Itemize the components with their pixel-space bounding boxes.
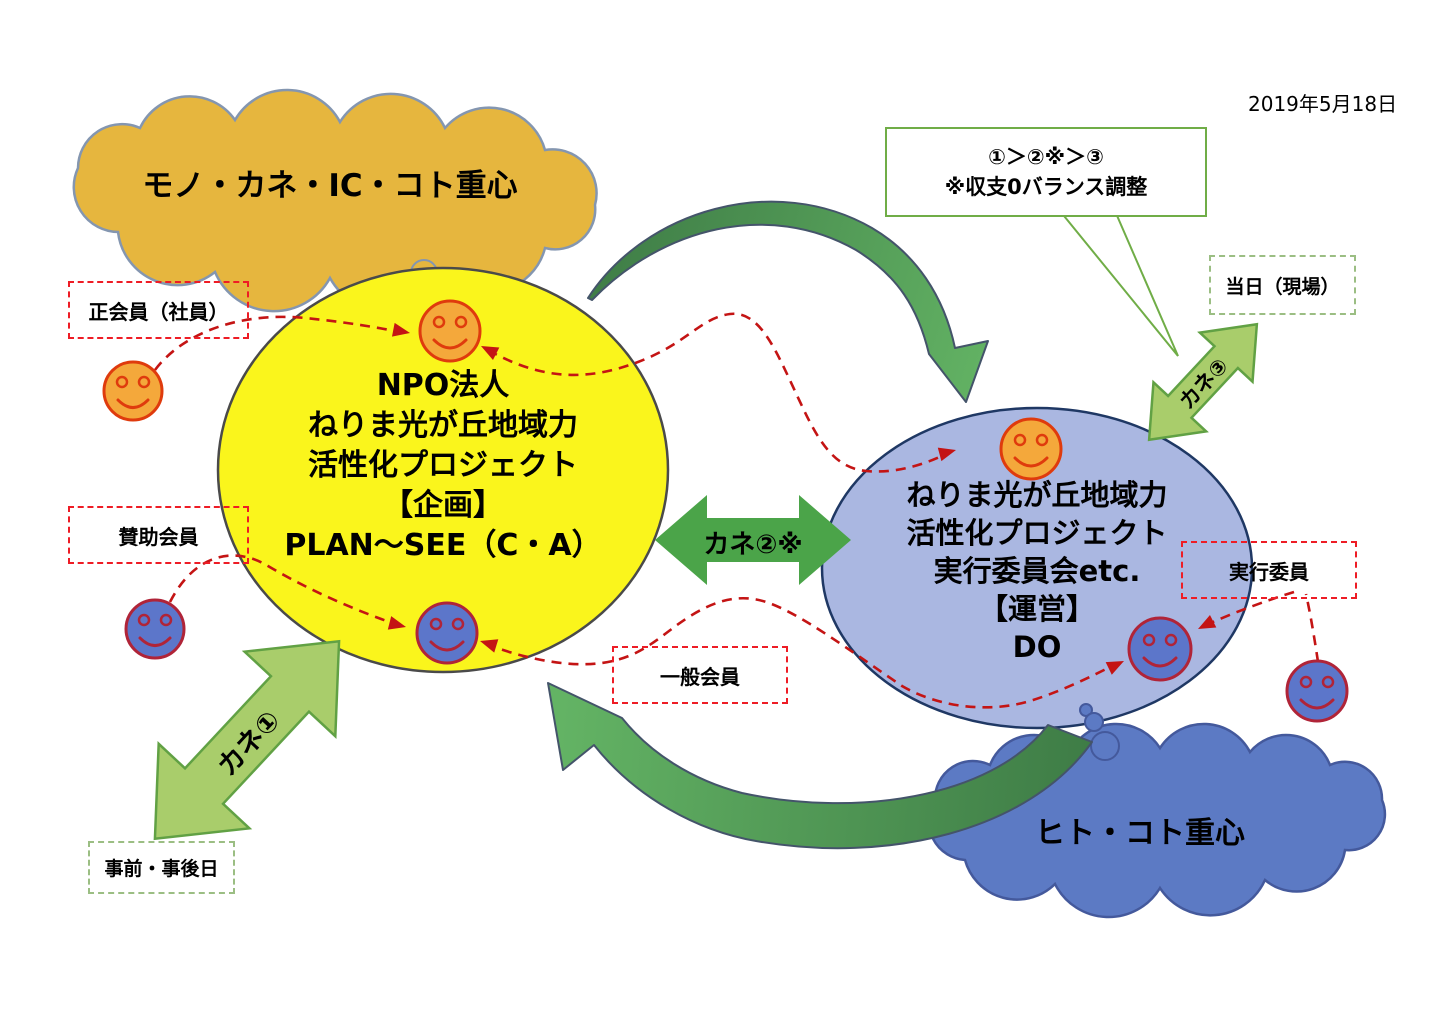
operating-line: DO xyxy=(1012,630,1062,664)
general-member-label: 一般会員 xyxy=(660,664,740,689)
operating-line: 活性化プロジェクト xyxy=(906,516,1168,550)
money-arrow-kane2 xyxy=(655,495,851,585)
connector-committee-member xyxy=(1205,590,1320,663)
planning-blue-smiley-icon xyxy=(415,601,479,665)
flow-arrow-bottom xyxy=(547,682,1093,850)
committee-member-label: 実行委員 xyxy=(1229,559,1309,584)
right-cloud-label: ヒト・コト重心 xyxy=(1035,816,1245,851)
date-label: 2019年5月18日 xyxy=(1248,92,1398,116)
general-member-box: 一般会員 xyxy=(612,646,788,704)
supporting-member-label: 賛助会員 xyxy=(118,524,199,549)
callout-line2: ※収支0バランス調整 xyxy=(944,175,1148,199)
arrowhead xyxy=(391,322,410,337)
balance-callout: ①＞②※＞③ ※収支0バランス調整 xyxy=(885,127,1207,217)
onsite-box: 当日（現場） xyxy=(1209,255,1356,315)
arrowhead xyxy=(481,346,500,360)
planning-line: PLAN～SEE（C・A） xyxy=(284,528,602,563)
connector-supporting-member xyxy=(168,554,399,627)
planning-line: 活性化プロジェクト xyxy=(308,448,578,483)
operating-ellipse-text: ねりま光が丘地域力 活性化プロジェクト 実行委員会etc. 【運営】 DO xyxy=(842,476,1232,666)
committee-member-box: 実行委員 xyxy=(1181,541,1357,599)
planning-line: 【企画】 xyxy=(383,488,503,523)
supporting-member-smiley-icon xyxy=(124,598,186,660)
callout-tail xyxy=(1057,210,1179,357)
planning-line: NPO法人 xyxy=(376,368,510,403)
right-cloud-bubble-trail xyxy=(1079,703,1120,761)
arrowhead xyxy=(480,639,499,653)
money-arrow-kane1 xyxy=(153,639,341,841)
flow-arrow-top xyxy=(587,200,989,403)
before-after-box: 事前・事後日 xyxy=(88,841,235,894)
onsite-label: 当日（現場） xyxy=(1225,275,1340,298)
arrowhead xyxy=(1198,615,1217,629)
planning-line: ねりま光が丘地域力 xyxy=(308,408,578,443)
operating-blue-smiley-icon xyxy=(1127,616,1193,682)
arrowhead xyxy=(387,616,406,630)
operating-line: 【運営】 xyxy=(978,592,1095,626)
regular-member-box: 正会員（社員） xyxy=(68,281,249,339)
regular-member-label: 正会員（社員） xyxy=(88,299,229,324)
committee-member-smiley-icon xyxy=(1285,659,1349,723)
kane2-label: カネ②※ xyxy=(703,530,803,560)
left-thought-cloud xyxy=(72,88,598,313)
arrowhead xyxy=(937,447,956,462)
operating-line: 実行委員会etc. xyxy=(933,554,1141,588)
left-cloud-label: モノ・カネ・IC・コト重心 xyxy=(142,168,518,204)
operating-orange-smiley-icon xyxy=(999,417,1063,481)
callout-line1: ①＞②※＞③ xyxy=(988,145,1104,169)
connector-regular-member xyxy=(153,315,401,371)
regular-member-smiley-icon xyxy=(102,360,164,422)
supporting-member-box: 賛助会員 xyxy=(68,506,249,564)
before-after-label: 事前・事後日 xyxy=(104,858,219,880)
planning-orange-smiley-icon xyxy=(418,299,482,363)
connector-general-members xyxy=(485,596,1119,709)
money-arrow-kane3 xyxy=(1147,322,1259,442)
arrowhead xyxy=(1105,661,1124,675)
connector-orange-members xyxy=(487,312,949,473)
planning-ellipse-text: NPO法人 ねりま光が丘地域力 活性化プロジェクト 【企画】 PLAN～SEE（… xyxy=(233,366,653,566)
planning-ellipse xyxy=(216,266,670,674)
operating-line: ねりま光が丘地域力 xyxy=(906,478,1168,512)
